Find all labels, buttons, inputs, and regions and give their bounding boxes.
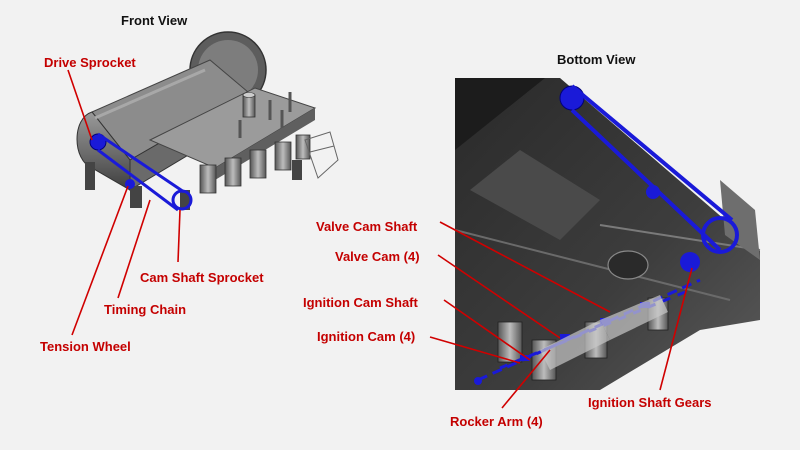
leader-ignition-shaft-gears xyxy=(659,267,693,391)
leader-timing-chain xyxy=(117,199,151,299)
label-ignition-cam-shaft: Ignition Cam Shaft xyxy=(303,295,418,310)
leader-ignition-cam xyxy=(429,336,521,364)
leader-ignition-cam-shaft xyxy=(443,299,531,361)
leader-drive-sprocket xyxy=(67,69,93,141)
front-cylinders xyxy=(199,134,311,194)
leader-tension-wheel xyxy=(71,185,129,336)
bottom-housing xyxy=(455,78,760,390)
label-tension-wheel: Tension Wheel xyxy=(40,339,131,354)
label-ignition-cam: Ignition Cam (4) xyxy=(317,329,416,344)
leader-valve-cam xyxy=(437,254,561,339)
label-drive-sprocket: Drive Sprocket xyxy=(44,55,136,70)
bottom-view-engine xyxy=(454,78,761,390)
label-valve-cam-shaft: Valve Cam Shaft xyxy=(316,219,418,234)
label-timing-chain: Timing Chain xyxy=(104,302,187,317)
label-valve-cam: Valve Cam (4) xyxy=(335,249,420,264)
front-timing-chain xyxy=(89,132,193,212)
label-ignition-shaft-gears: Ignition Shaft Gears xyxy=(588,395,712,410)
callout-lines xyxy=(67,69,693,409)
front-view-title: Front View xyxy=(121,13,188,28)
leader-cam-shaft-sprocket xyxy=(177,209,181,263)
bottom-bowl xyxy=(607,250,649,280)
label-cam-shaft-sprocket: Cam Shaft Sprocket xyxy=(140,270,264,285)
leader-rocker-arm xyxy=(501,349,551,409)
wire-cage xyxy=(304,131,339,179)
leader-valve-cam-shaft xyxy=(439,221,611,313)
label-rocker-arm: Rocker Arm (4) xyxy=(450,414,543,429)
bottom-view-title: Bottom View xyxy=(557,52,636,67)
front-view-engine xyxy=(76,31,339,212)
bottom-timing-chain xyxy=(559,84,739,272)
